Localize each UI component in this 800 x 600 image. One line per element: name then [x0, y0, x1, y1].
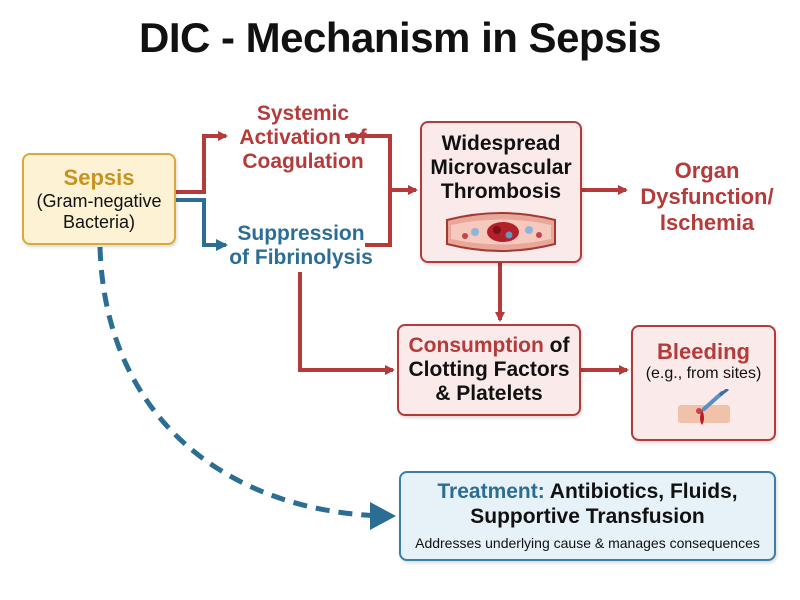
arrow-sepsis-to-suppression: [176, 198, 228, 251]
organ-line: Dysfunction/: [640, 184, 774, 209]
organ-line: Organ: [674, 158, 740, 183]
activation-label: Systemic Activation of Coagulation: [228, 102, 378, 174]
sepsis-subtitle-line1: (Gram-negative: [36, 191, 162, 211]
activation-line: Activation of: [239, 126, 367, 149]
suppression-line: of Fibrinolysis: [229, 246, 373, 269]
arrow-activation-to-thrombosis: [345, 134, 418, 195]
sepsis-subtitle-line2: Bacteria): [62, 212, 136, 232]
arrow-sepsis-to-treatment: [97, 246, 385, 519]
activation-line: Coagulation: [242, 150, 364, 173]
sepsis-box: Sepsis (Gram-negative Bacteria): [22, 153, 176, 245]
suppression-label: Suppression of Fibrinolysis: [226, 222, 376, 270]
thrombosis-line: Microvascular: [430, 156, 572, 179]
treatment-note: Addresses underlying cause & manages con…: [415, 535, 760, 551]
bleeding-title: Bleeding: [657, 339, 750, 364]
treatment-box: Treatment: Antibiotics, Fluids, Supporti…: [399, 471, 776, 561]
consumption-of: of: [543, 334, 570, 357]
blood-vessel-clot-icon: [446, 212, 556, 252]
activation-line: Systemic: [256, 102, 350, 125]
consumption-line2: Clotting Factors: [408, 358, 570, 381]
thrombosis-line: Widespread: [441, 132, 561, 155]
organ-line: Ischemia: [659, 210, 755, 235]
thrombosis-line: Thrombosis: [440, 180, 562, 203]
organ-label: Organ Dysfunction/ Ischemia: [627, 158, 787, 236]
bleeding-subtitle: (e.g., from sites): [645, 365, 762, 382]
treatment-line1-rest: Antibiotics, Fluids,: [544, 480, 738, 503]
consumption-line3: & Platelets: [435, 382, 543, 405]
treatment-line2: Supportive Transfusion: [470, 505, 705, 528]
suppression-line: Suppression: [237, 222, 365, 245]
arrow-suppression-to-thrombosis: [365, 190, 392, 247]
treatment-label: Treatment:: [437, 480, 545, 503]
consumption-line1: Consumption of: [409, 334, 570, 358]
sepsis-title: Sepsis: [63, 165, 135, 190]
bleeding-box: Bleeding (e.g., from sites): [631, 325, 776, 441]
consumption-box: Consumption of Clotting Factors & Platel…: [397, 324, 581, 416]
arrow-head-treatment: [370, 502, 396, 530]
consumption-highlight: Consumption: [408, 334, 544, 357]
arrow-sepsis-to-activation: [176, 131, 228, 194]
thrombosis-box: Widespread Microvascular Thrombosis: [420, 121, 582, 263]
treatment-line1: Treatment: Antibiotics, Fluids,: [437, 479, 737, 504]
arrow-suppression-to-consumption: [298, 272, 395, 375]
diagram-title: DIC - Mechanism in Sepsis: [139, 14, 661, 61]
needle-site-bleeding-icon: [677, 389, 730, 425]
